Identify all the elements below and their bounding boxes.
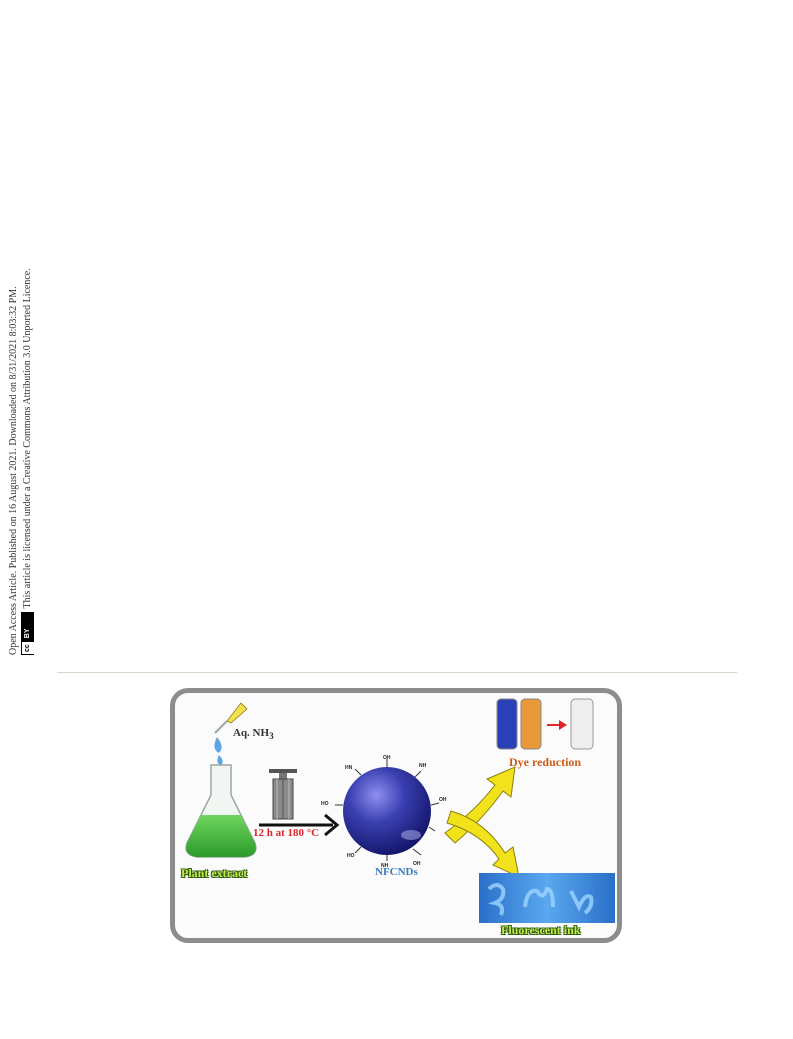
reactor-icon	[269, 769, 297, 820]
cc-by-badge-icon[interactable]: cc BY	[21, 612, 34, 655]
notice-text-1: Open Access Article. Published on 16 Aug…	[8, 286, 19, 655]
application-arrows-icon	[444, 766, 520, 878]
notice-text-2: This article is licensed under a Creativ…	[21, 268, 33, 609]
group-label: OH	[439, 797, 447, 803]
nfcnds-label: NFCNDs	[375, 866, 418, 878]
nanodot-sphere-icon	[335, 759, 440, 861]
group-label: NH	[381, 863, 389, 869]
process-arrow-icon	[259, 813, 340, 837]
fluorescent-ink-label: Fluorescent ink	[501, 923, 581, 937]
group-label: HO	[321, 801, 329, 807]
group-label: OH	[413, 861, 421, 867]
group-label: NH	[419, 763, 427, 769]
open-access-notice: Open Access Article. Published on 16 Aug…	[8, 268, 34, 655]
fluorescent-ink-panel	[479, 873, 615, 923]
group-label: HN	[345, 765, 353, 771]
group-label: OH	[383, 755, 391, 761]
abstract-illustration	[185, 698, 615, 923]
condition-label: 12 h at 180 °C	[253, 827, 320, 839]
flask-icon	[185, 764, 257, 858]
graphical-abstract: Aq. NH3 12 h at 180 °C Plant extract NFC…	[170, 688, 622, 943]
dropper-icon	[214, 702, 248, 766]
notice-line-1: Open Access Article. Published on 16 Aug…	[8, 268, 20, 655]
notice-line-2: cc BY This article is licensed under a C…	[21, 268, 34, 655]
plant-extract-label: Plant extract	[181, 866, 248, 880]
group-label: HO	[347, 853, 355, 859]
dye-vials-icon	[496, 698, 594, 750]
section-divider	[57, 672, 737, 673]
dye-reduction-label: Dye reduction	[509, 755, 582, 769]
reagent-label: Aq. NH3	[233, 727, 274, 742]
